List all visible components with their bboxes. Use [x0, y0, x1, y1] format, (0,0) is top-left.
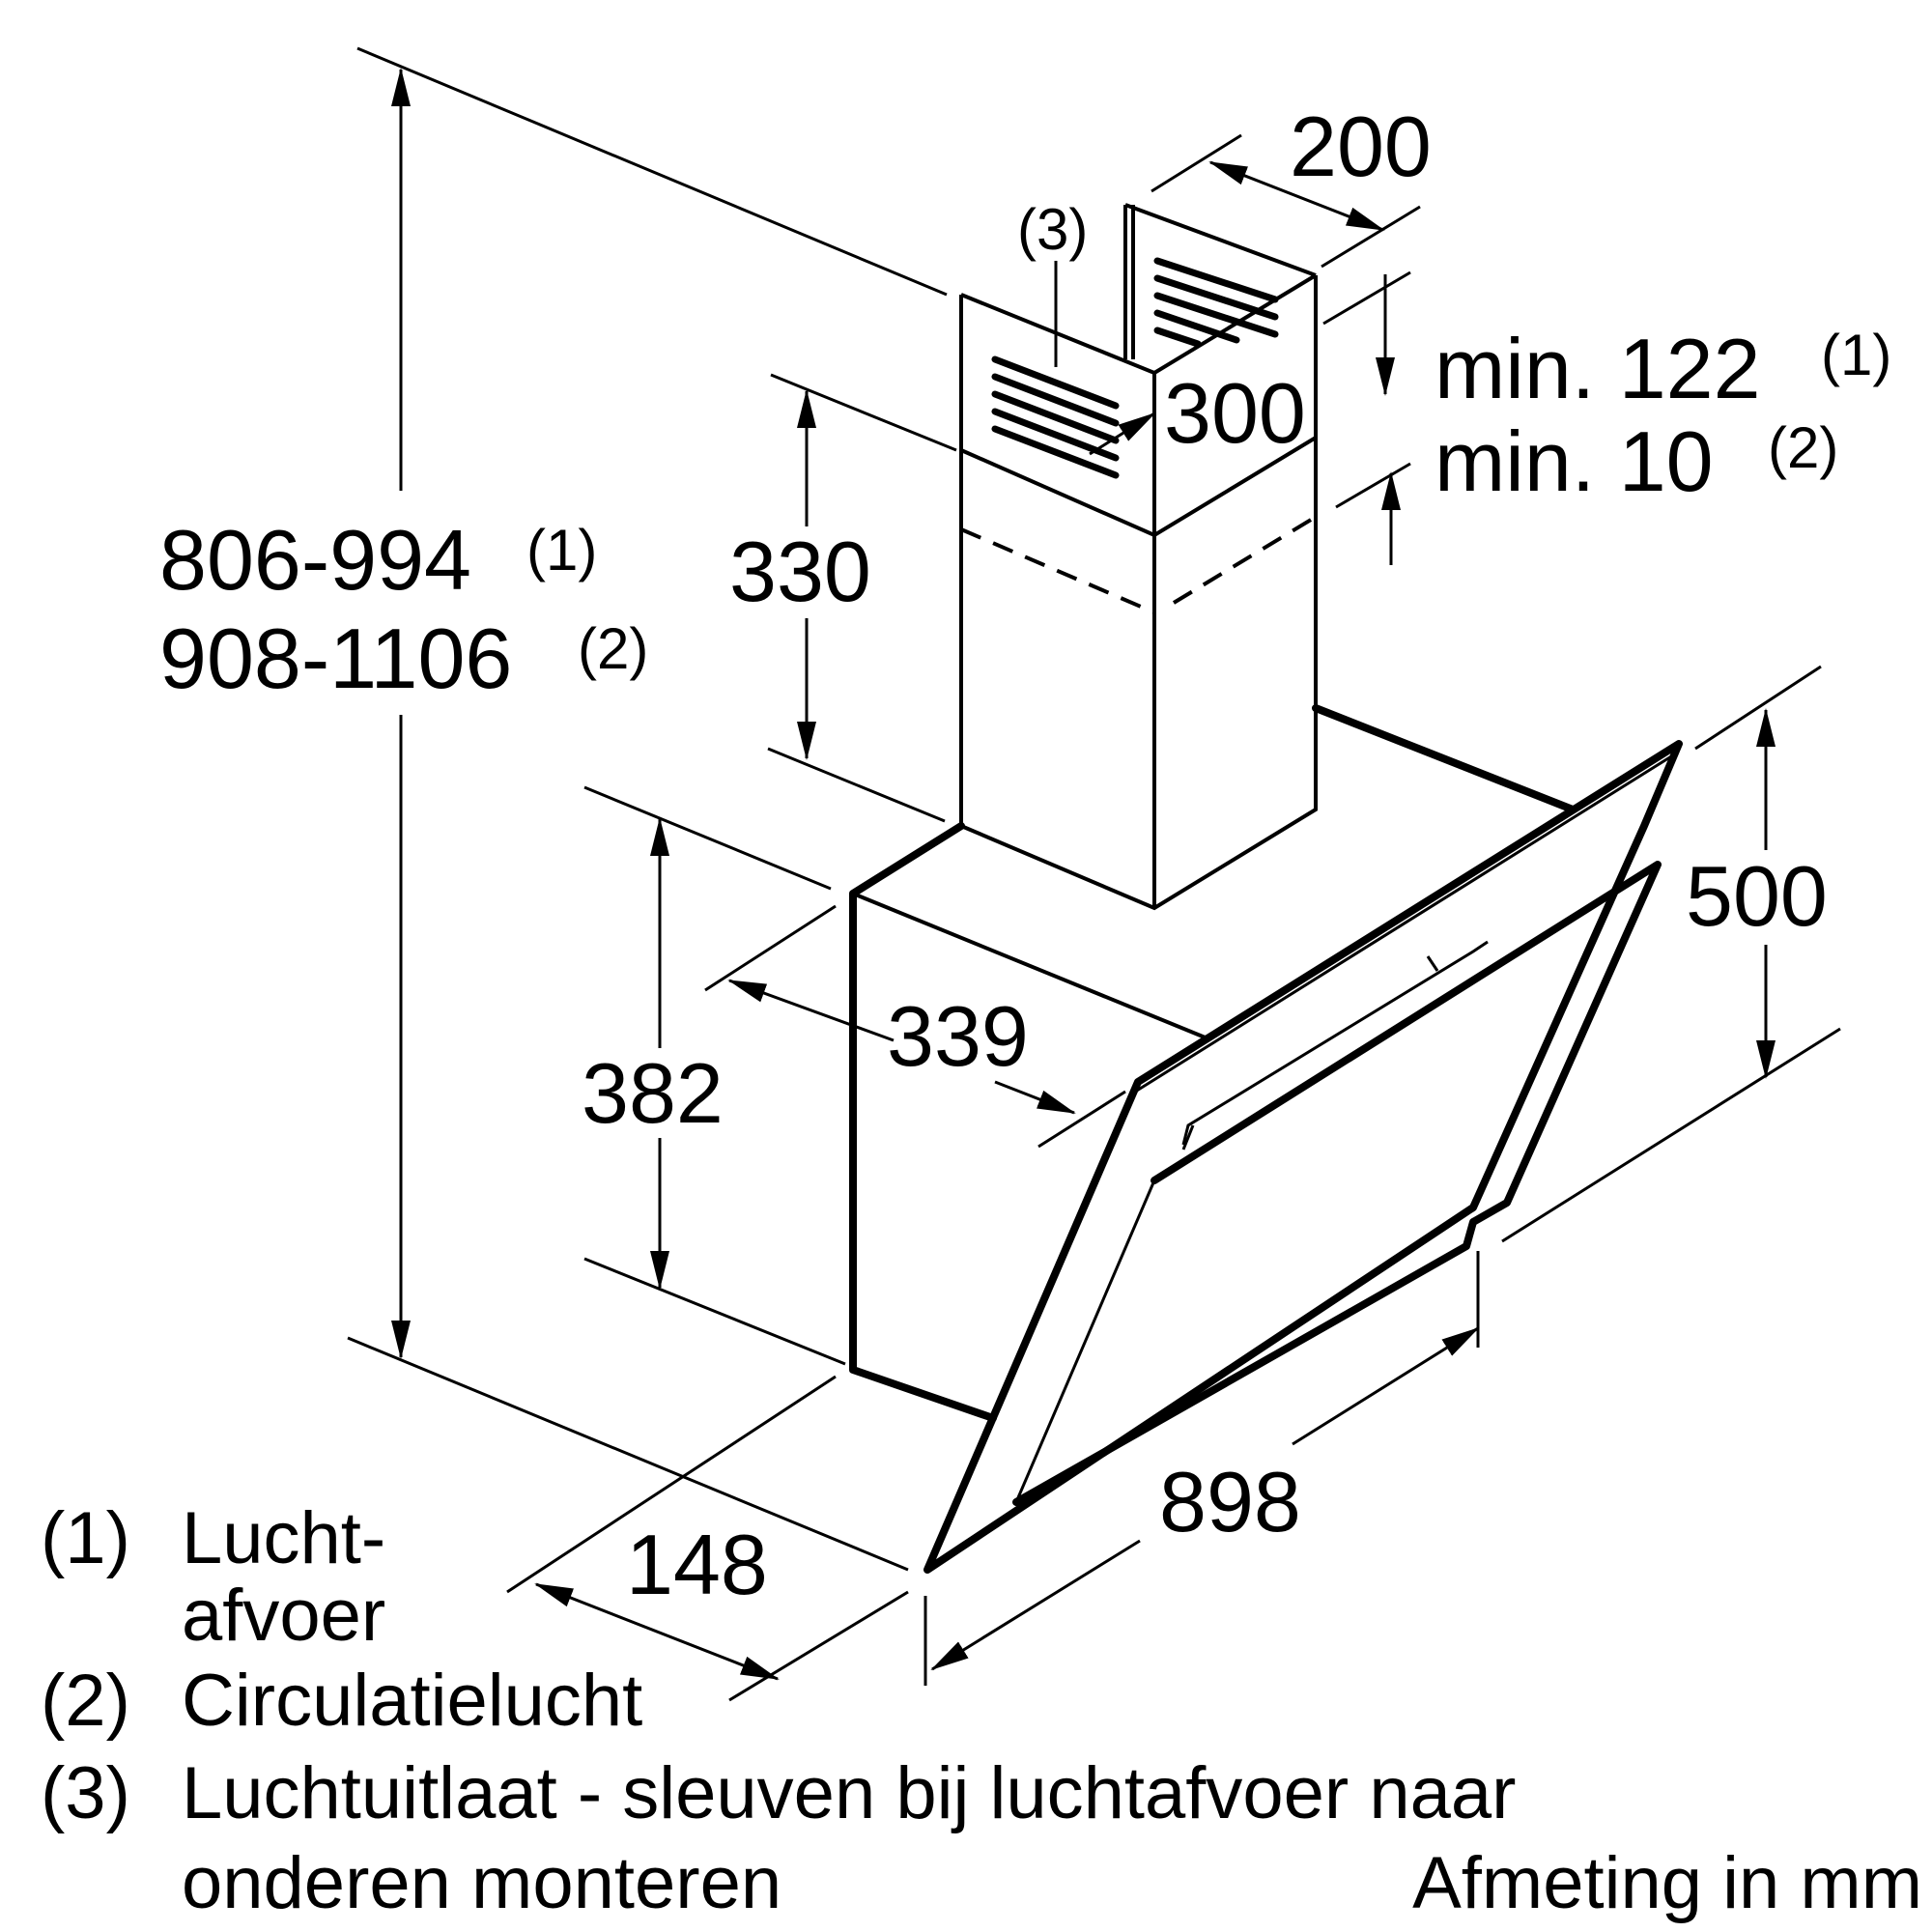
outlet-slots-left	[991, 355, 1120, 479]
upper-chimney-height-label: 330	[729, 524, 871, 619]
lower-chimney-height-label: 382	[582, 1045, 724, 1141]
upper-chimney	[959, 203, 1318, 911]
outlet-marker-label: (3)	[1017, 197, 1088, 262]
lower-chimney-height-dimension	[583, 785, 846, 1366]
hood-bottom-depth-dimension	[506, 1375, 909, 1702]
hood-height-dimension	[1501, 665, 1841, 1243]
chimney-depth-arrow	[1089, 412, 1156, 456]
legend: (1) Lucht- afvoer (2) Circulatielucht (3…	[41, 1497, 1516, 1924]
upper-chimney-height-dimension	[767, 373, 957, 823]
chimney-depth-label: 300	[1164, 365, 1306, 461]
legend-text-3a: Luchtuitlaat - sleuven bij luchtafvoer n…	[182, 1752, 1516, 1834]
legend-text-1b: afvoer	[182, 1575, 385, 1657]
legend-number-1: (1)	[41, 1497, 130, 1579]
total-height-dimension	[347, 46, 948, 1572]
unit-note: Afmeting in mm	[1412, 1842, 1922, 1924]
lower-chimney	[849, 704, 1577, 1422]
min-gap-note-1: (1)	[1821, 323, 1891, 387]
hood-bottom-depth-label: 148	[626, 1517, 768, 1612]
legend-text-2: Circulatielucht	[182, 1660, 642, 1742]
min-gap-dimension	[1322, 270, 1411, 565]
min-gap-label-1: min. 122	[1435, 321, 1761, 416]
lower-chimney-depth-dimension	[704, 904, 1126, 1149]
chimney-width-dimension	[1151, 133, 1421, 269]
min-gap-note-2: (2)	[1768, 415, 1838, 480]
lower-chimney-depth-label: 339	[887, 988, 1029, 1084]
hood-height-label: 500	[1686, 848, 1828, 944]
total-height-note-1: (1)	[526, 518, 597, 582]
legend-text-1a: Lucht-	[182, 1497, 385, 1579]
chimney-width-label: 200	[1290, 99, 1432, 194]
total-height-note-2: (2)	[578, 616, 648, 681]
total-height-label-1: 806-994	[159, 512, 471, 608]
outlet-slots-right	[1153, 257, 1279, 348]
legend-text-3b: onderen monteren	[182, 1842, 781, 1924]
legend-number-3: (3)	[41, 1752, 130, 1834]
glass-hood-panel	[923, 740, 1683, 1574]
hood-width-label: 898	[1159, 1454, 1301, 1549]
legend-number-2: (2)	[41, 1660, 130, 1742]
hood-width-dimension	[923, 1251, 1480, 1686]
total-height-label-2: 908-1106	[159, 611, 512, 706]
min-gap-label-2: min. 10	[1435, 413, 1714, 509]
